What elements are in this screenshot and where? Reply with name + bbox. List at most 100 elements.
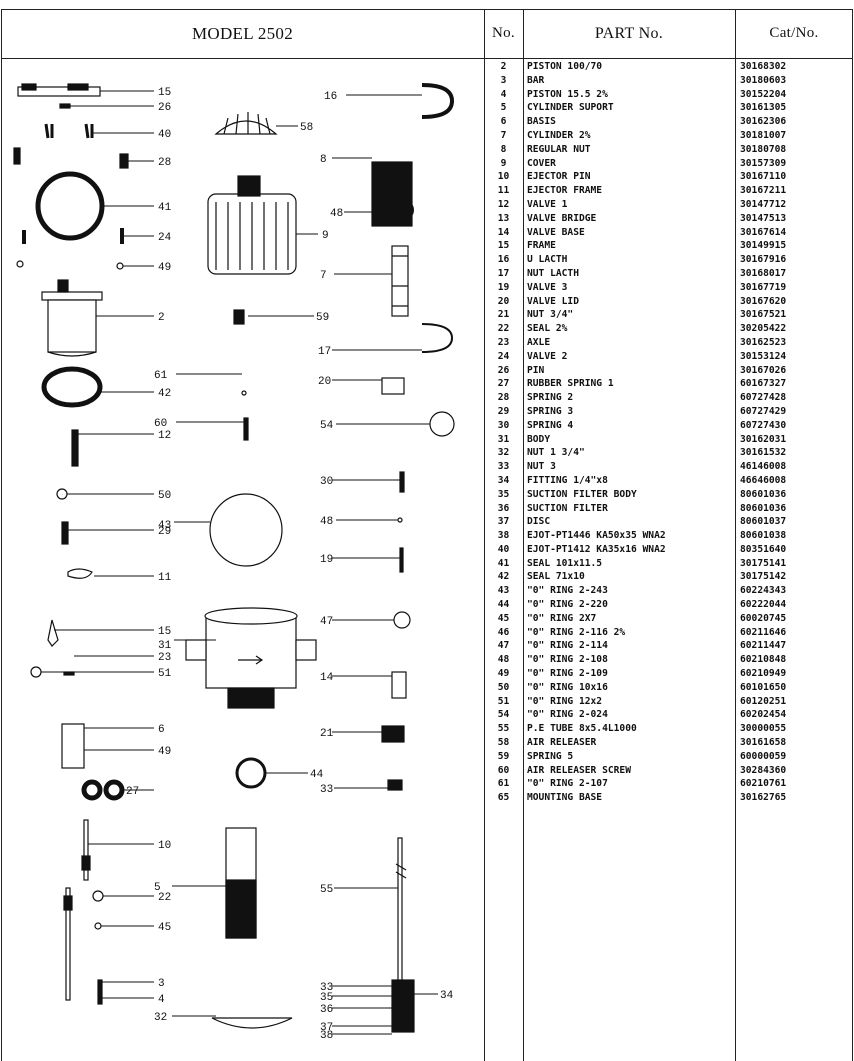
part-description: AXLE [527, 336, 551, 348]
callout-label: 27 [126, 786, 139, 798]
part-description: "0" RING 2-109 [527, 668, 608, 680]
part-description: "0" RING 2-108 [527, 654, 608, 666]
catalog-number: 60210761 [740, 778, 787, 790]
part-description: BASIS [527, 116, 556, 128]
callout-label: 22 [158, 892, 171, 904]
exploded-diagram-drawing: 1526402841244926142601250432911153123516… [13, 83, 455, 1042]
callout-label: 7 [320, 270, 327, 282]
part-description: P.E TUBE 8x5.4L1000 [527, 723, 637, 735]
catalog-number: 80601036 [740, 502, 787, 514]
callout-label: 2 [158, 312, 165, 324]
part-description: VALVE 3 [527, 281, 568, 293]
catalog-number: 60210848 [740, 654, 787, 666]
part-number: 4 [500, 88, 507, 100]
callout-label: 41 [158, 202, 172, 214]
part-number: 22 [497, 323, 510, 335]
catalog-number: 30162765 [740, 792, 787, 804]
part-description: EJECTOR FRAME [527, 185, 603, 197]
catalog-number: 30168017 [740, 267, 787, 279]
callout-label: 48 [320, 516, 333, 528]
catalog-number: 46646008 [740, 474, 787, 486]
catalog-number: 30167521 [740, 309, 787, 321]
part-number: 14 [497, 226, 510, 238]
parts-row: 11 EJECTOR FRAME 30167211 [485, 184, 852, 198]
part-number: 50 [497, 681, 510, 693]
part-description: "0" RING 2-107 [527, 778, 608, 790]
callout-label: 10 [158, 840, 171, 852]
part-description: CYLINDER 2% [527, 129, 591, 141]
divider-no [523, 9, 524, 1061]
part-number: 30 [497, 419, 510, 431]
catalog-number: 30167620 [740, 295, 787, 307]
part-number: 7 [500, 129, 507, 141]
callout-label: 12 [158, 430, 171, 442]
part-description: NUT 1 3/4" [527, 447, 585, 459]
column-header-cat-no: Cat/No. [769, 25, 819, 41]
part-description: "0" RING 2X7 [527, 612, 597, 624]
part-description: RUBBER SPRING 1 [527, 378, 614, 390]
part-number: 2 [500, 61, 507, 72]
part-number: 33 [497, 461, 510, 473]
part-description: PISTON 15.5 2% [527, 88, 608, 100]
part-description: SPRING 4 [527, 419, 574, 431]
catalog-number: 30161305 [740, 102, 787, 114]
catalog-number: 80351640 [740, 543, 787, 555]
catalog-number: 30152204 [740, 88, 787, 100]
callout-label: 6 [158, 724, 165, 736]
callout-label: 17 [318, 346, 331, 358]
part-number: 11 [497, 185, 510, 197]
callout-label: 3 [158, 978, 165, 990]
callout-label: 28 [158, 157, 171, 169]
part-description: NUT LACTH [527, 267, 579, 279]
callout-label: 36 [320, 1004, 333, 1016]
part-description: SEAL 101x11.5 [527, 557, 603, 569]
catalog-number: 30161532 [740, 447, 787, 459]
callout-labels: 1526402841244926142601250432911153123516… [126, 87, 454, 1042]
callout-label: 21 [320, 728, 334, 740]
callout-label: 58 [300, 122, 313, 134]
part-description: BAR [527, 74, 545, 86]
catalog-number: 30284360 [740, 764, 787, 776]
part-description: SUCTION FILTER [527, 502, 608, 514]
callout-label: 31 [158, 640, 172, 652]
part-description: AIR RELEASER [527, 737, 597, 749]
frame-header-bottom [1, 58, 853, 59]
catalog-number: 30162031 [740, 433, 787, 445]
part-description: "0" RING 10x16 [527, 681, 608, 693]
divider-part [735, 9, 736, 1061]
callout-label: 34 [440, 990, 454, 1002]
part-number: 27 [497, 378, 510, 390]
part-number: 45 [497, 612, 510, 624]
frame-top [1, 9, 853, 10]
catalog-number: 30167211 [740, 185, 787, 197]
part-description: REGULAR NUT [527, 143, 591, 155]
callout-label: 19 [320, 554, 333, 566]
callout-label: 5 [154, 882, 161, 894]
part-number: 12 [497, 198, 510, 210]
part-description: VALVE BASE [527, 226, 585, 238]
part-number: 51 [497, 695, 510, 707]
callout-label: 37 [320, 1022, 333, 1034]
callout-label: 33 [320, 784, 333, 796]
